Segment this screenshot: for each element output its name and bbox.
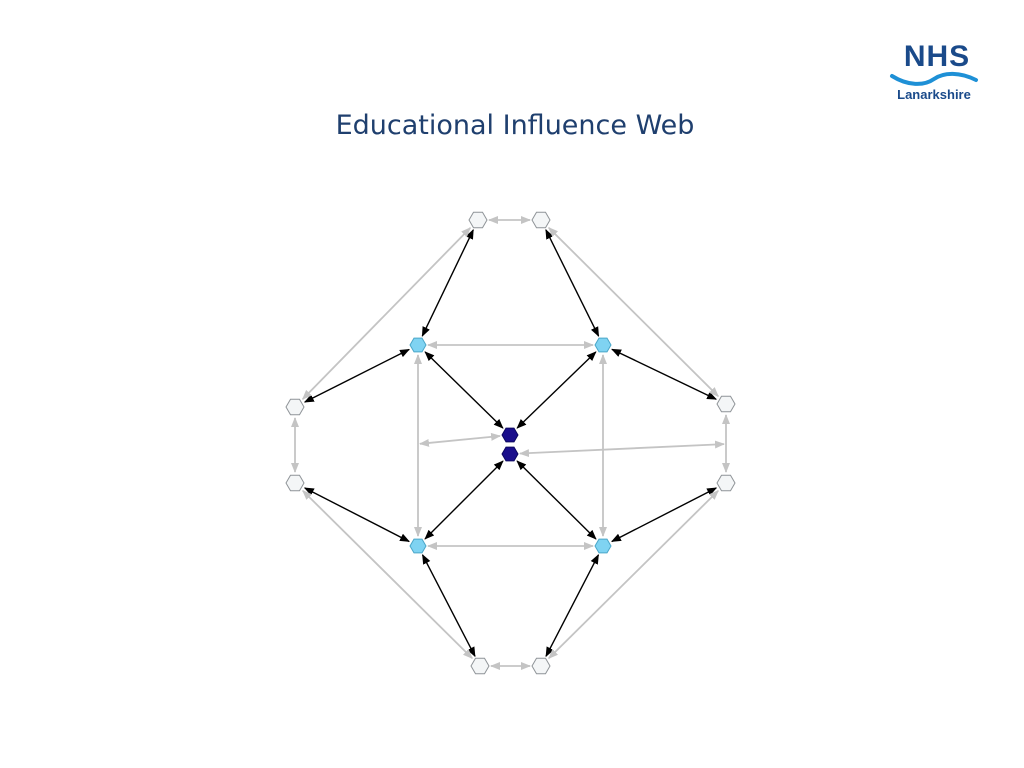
edge-m_tr-c1 — [516, 351, 597, 429]
edge-m_tr-o_right_t — [611, 348, 717, 400]
edge-o_top_r-o_right_t — [548, 227, 719, 397]
edge-m_tl-c1 — [424, 351, 504, 429]
edge-o_bot_r-o_right_b — [548, 490, 719, 659]
node-c1 — [501, 427, 519, 443]
node-o_right_t — [716, 395, 736, 413]
node-o_left_t — [285, 398, 305, 416]
edge-c1-center_left_stub — [418, 432, 502, 447]
edge-c2-o_right_b_level — [518, 440, 726, 458]
edge-m_tl-o_top_l — [421, 229, 474, 337]
edge-m_br-o_bot_r — [545, 553, 600, 658]
node-m_tl — [409, 337, 427, 353]
node-o_bot_l — [470, 657, 490, 675]
page-title: Educational Influence Web — [335, 110, 695, 141]
node-c2 — [501, 446, 519, 462]
node-m_bl — [409, 538, 427, 554]
node-o_right_b — [716, 474, 736, 492]
node-o_top_r — [531, 211, 551, 229]
edge-m_bl-c2 — [424, 460, 504, 540]
node-o_top_l — [468, 211, 488, 229]
edge-o_bot_l-o_left_b — [302, 490, 473, 659]
edge-m_tl-o_left_t — [303, 348, 410, 403]
node-o_left_b — [285, 474, 305, 492]
logo-region-name: Lanarkshire — [897, 87, 971, 102]
edge-m_bl-o_bot_l — [421, 553, 476, 658]
nhs-lanarkshire-logo: NHS Lanarkshire — [888, 40, 980, 106]
node-o_bot_r — [531, 657, 551, 675]
node-m_br — [594, 538, 612, 554]
node-m_tr — [594, 337, 612, 353]
edge-o_top_l-o_left_t — [301, 227, 472, 400]
edge-m_tr-o_top_r — [545, 228, 600, 337]
edge-m_bl-o_left_b — [303, 487, 410, 543]
edge-m_br-o_right_b — [611, 487, 718, 543]
logo-wordmark: NHS — [903, 40, 971, 73]
logo-wave-icon — [890, 71, 978, 86]
edge-m_br-c2 — [516, 460, 597, 540]
